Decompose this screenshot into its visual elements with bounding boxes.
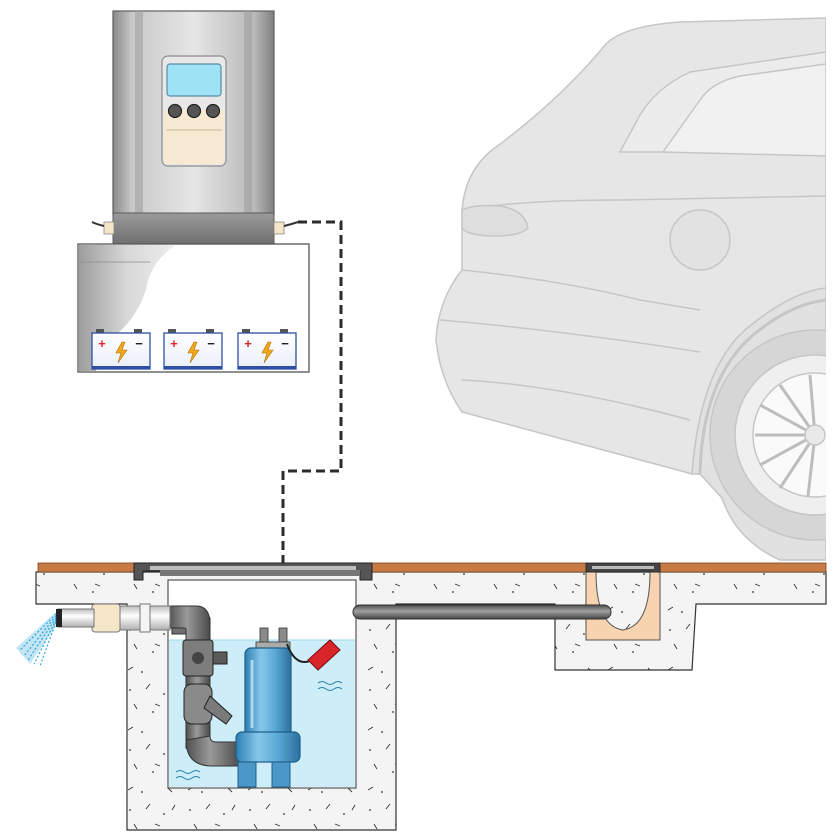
float-switch-icon [286,639,341,671]
discharge-pipe-wall [56,603,171,633]
cable-gland-left [91,221,115,235]
battery-minus-mark: − [135,336,143,351]
battery-icon: +− [91,329,151,370]
battery-plus-mark: + [244,336,252,351]
battery-group: +−+−+− [91,329,297,370]
water-spray-icon [16,612,57,667]
control-knob-icon [167,103,221,119]
battery-minus-mark: − [207,336,215,351]
car-crop [826,0,840,840]
y-strainer-icon [183,683,233,725]
car-icon [435,17,840,561]
pipe-icon [352,604,612,620]
drainage-channel-icon [585,562,661,641]
water-wave-icon [175,681,343,780]
shaft-cover-frame [133,562,373,581]
dashed-cable-icon [281,220,343,634]
battery-icon: +− [163,329,223,370]
valve-icon [182,639,228,677]
cable-gland-right [273,221,299,235]
battery-minus-mark: − [281,336,289,351]
display-screen-icon [166,63,222,97]
submersible-pump-icon [235,627,301,788]
battery-icon: +− [237,329,297,370]
battery-plus-mark: + [170,336,178,351]
battery-plus-mark: + [98,336,106,351]
pump-controller-icon [112,10,275,246]
